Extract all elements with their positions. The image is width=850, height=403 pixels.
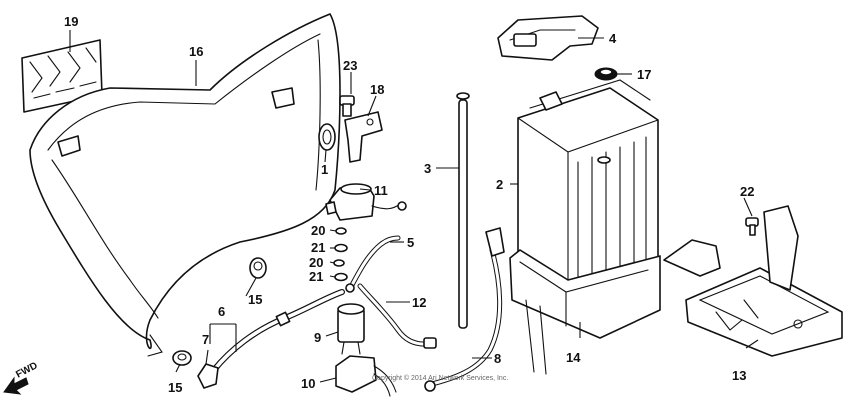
callout-20b: 20: [309, 255, 323, 270]
callout-11: 11: [374, 183, 388, 198]
bolt-22[interactable]: [745, 217, 759, 236]
battery-holder-13[interactable]: [663, 205, 843, 357]
callout-18: 18: [370, 82, 384, 97]
callout-15a: 15: [248, 292, 262, 307]
callout-7: 7: [202, 332, 209, 347]
callout-6: 6: [218, 304, 225, 319]
callout-2: 2: [496, 177, 503, 192]
callout-12: 12: [412, 295, 426, 310]
grommet-15a[interactable]: [249, 257, 267, 279]
connector-10[interactable]: [335, 355, 397, 397]
battery-tray-14[interactable]: [509, 249, 661, 375]
callout-21a: 21: [311, 240, 325, 255]
washer-21a[interactable]: [334, 243, 348, 253]
fwd-indicator: FWD: [3, 360, 40, 395]
grommet-17[interactable]: [594, 67, 618, 81]
copyright-text: Copyright © 2014 Ari Network Services, I…: [372, 374, 508, 382]
fwd-arrow-icon: [3, 376, 29, 395]
strap-4[interactable]: [497, 15, 599, 61]
callout-5: 5: [407, 235, 414, 250]
callout-3: 3: [424, 161, 431, 176]
washer-21b[interactable]: [334, 272, 348, 282]
callout-22: 22: [740, 184, 754, 199]
side-cover-16[interactable]: [29, 13, 341, 357]
callout-14: 14: [566, 350, 581, 365]
callout-15b: 15: [168, 380, 182, 395]
callout-13: 13: [732, 368, 746, 383]
callout-23: 23: [343, 58, 357, 73]
cable-5[interactable]: [345, 235, 401, 293]
leader-lines: [69, 30, 759, 383]
bolt-23[interactable]: [339, 95, 355, 117]
bracket-18[interactable]: [344, 111, 383, 163]
vent-tube-3[interactable]: [456, 92, 470, 329]
grommet-1[interactable]: [318, 123, 336, 151]
callout-16: 16: [189, 44, 203, 59]
relay-9[interactable]: [337, 303, 365, 355]
cable-12[interactable]: [357, 283, 437, 349]
callout-17: 17: [637, 67, 651, 82]
washer-20b[interactable]: [333, 259, 345, 267]
callout-19: 19: [64, 14, 78, 29]
callout-20a: 20: [311, 223, 325, 238]
ground-cable-8[interactable]: [424, 227, 505, 392]
callout-8: 8: [494, 351, 501, 366]
callout-labels: 19 16 23 18 1 11 20 21 5 20 21 15 12 6 9…: [64, 14, 754, 395]
grommet-15b[interactable]: [172, 350, 192, 366]
washer-20a[interactable]: [335, 227, 347, 235]
starter-cable-6[interactable]: [211, 289, 345, 373]
fwd-label: FWD: [14, 360, 39, 380]
relay-11[interactable]: [325, 183, 407, 221]
callout-21b: 21: [309, 269, 323, 284]
callout-10: 10: [301, 376, 315, 391]
callout-4: 4: [609, 31, 617, 46]
callout-9: 9: [314, 330, 321, 345]
callout-1: 1: [321, 162, 328, 177]
boot-7[interactable]: [197, 363, 219, 389]
